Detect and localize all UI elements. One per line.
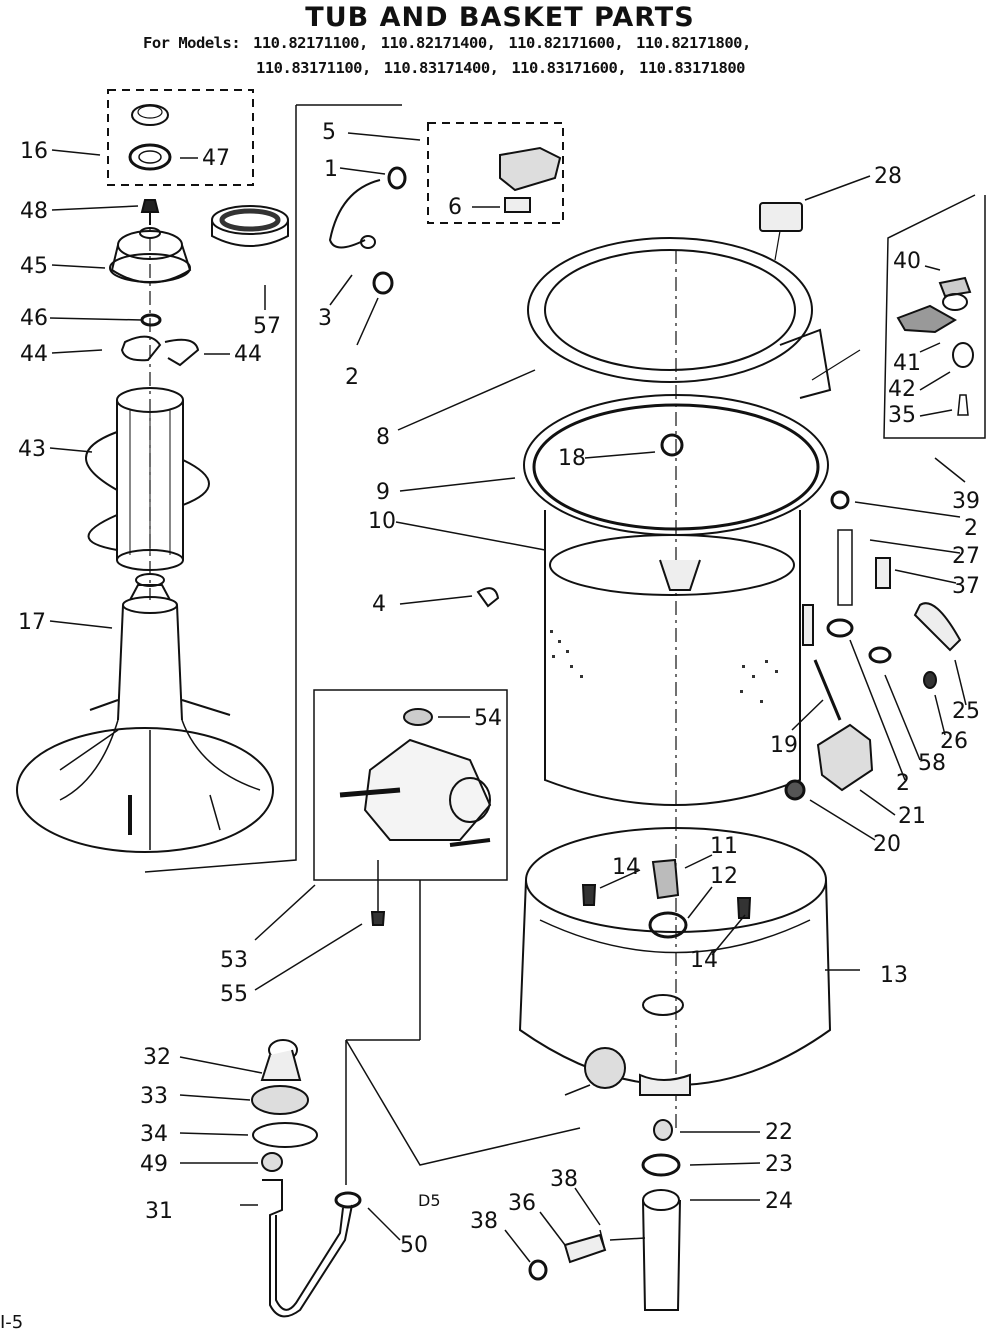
callout-58: 58 [918, 751, 946, 776]
model-number: 110.83171100, [256, 59, 371, 77]
callout-6: 6 [448, 195, 462, 220]
callout-57: 57 [253, 314, 281, 339]
model-number: 110.83171400, [383, 59, 499, 77]
callout-19: 19 [770, 733, 798, 758]
model-number: 110.82171600, [508, 34, 624, 52]
callout-25: 25 [952, 699, 980, 724]
callout-21: 21 [898, 804, 926, 829]
callout-31: 31 [145, 1199, 173, 1224]
callout-11: 11 [710, 834, 738, 859]
page-mark: I-5 [0, 1312, 24, 1333]
model-number: 110.82171800, [636, 34, 751, 52]
callout-36: 36 [508, 1191, 536, 1216]
callout-53: 53 [220, 948, 248, 973]
model-number: 110.82171100, [253, 34, 368, 52]
basket-perforations [550, 630, 778, 703]
callout-2b: 2 [964, 516, 978, 541]
callout-28: 28 [874, 164, 902, 189]
callout-9: 9 [376, 480, 390, 505]
models-prefix: For Models: [143, 34, 241, 52]
callout-1: 1 [324, 157, 338, 182]
callout-34: 34 [140, 1122, 168, 1147]
callout-32: 32 [143, 1045, 171, 1070]
models-line-2: 110.83171100, 110.83171400, 110.83171600… [256, 59, 749, 77]
callout-4: 4 [372, 592, 386, 617]
group-box-53 [313, 689, 508, 881]
callout-38b: 38 [470, 1209, 498, 1234]
callout-3: 3 [318, 306, 332, 331]
callout-8: 8 [376, 425, 390, 450]
callout-50: 50 [400, 1233, 428, 1258]
callout-54: 54 [474, 706, 502, 731]
frame-line [144, 105, 297, 873]
callout-d5: D5 [418, 1191, 441, 1210]
group-box-39 [883, 194, 986, 439]
callout-22: 22 [765, 1120, 793, 1145]
callout-2: 2 [345, 365, 359, 390]
callout-14: 14 [612, 855, 640, 880]
model-number: 110.82171400, [380, 34, 496, 52]
callout-5: 5 [322, 120, 336, 145]
callout-12: 12 [710, 864, 738, 889]
callout-43: 43 [18, 437, 46, 462]
callout-42: 42 [888, 377, 916, 402]
callout-48: 48 [20, 199, 48, 224]
pump-frame-line [345, 1039, 581, 1166]
callout-17: 17 [18, 610, 46, 635]
callout-18: 18 [558, 446, 586, 471]
callout-41: 41 [893, 351, 921, 376]
callout-26: 26 [940, 729, 968, 754]
callout-46: 46 [20, 306, 48, 331]
callout-13: 13 [880, 963, 908, 988]
callout-23: 23 [765, 1152, 793, 1177]
group-box-5 [427, 122, 564, 224]
callout-27: 27 [952, 544, 980, 569]
callout-leaders [49, 132, 967, 1263]
callout-labels: 16 47 48 45 57 46 44 44 43 17 5 1 6 3 2 … [18, 120, 980, 1258]
callout-16: 16 [20, 139, 48, 164]
model-number: 110.83171800 [639, 59, 745, 77]
callout-37: 37 [952, 574, 980, 599]
group-box-16 [107, 89, 254, 186]
callout-10: 10 [368, 509, 396, 534]
callout-44: 44 [20, 342, 48, 367]
callout-2c: 2 [896, 771, 910, 796]
callout-40: 40 [893, 249, 921, 274]
callout-20: 20 [873, 832, 901, 857]
callout-24: 24 [765, 1189, 793, 1214]
callout-35: 35 [888, 403, 916, 428]
callout-45: 45 [20, 254, 48, 279]
models-line-1: For Models: 110.82171100, 110.82171400, … [143, 34, 755, 52]
callout-14b: 14 [690, 948, 718, 973]
callout-38: 38 [550, 1167, 578, 1192]
callout-44b: 44 [234, 342, 262, 367]
callout-47: 47 [202, 146, 230, 171]
callout-33: 33 [140, 1084, 168, 1109]
callout-55: 55 [220, 982, 248, 1007]
callout-39: 39 [952, 489, 980, 514]
callout-49: 49 [140, 1152, 168, 1177]
diagram-title: TUB AND BASKET PARTS [305, 2, 695, 33]
model-number: 110.83171600, [511, 59, 627, 77]
